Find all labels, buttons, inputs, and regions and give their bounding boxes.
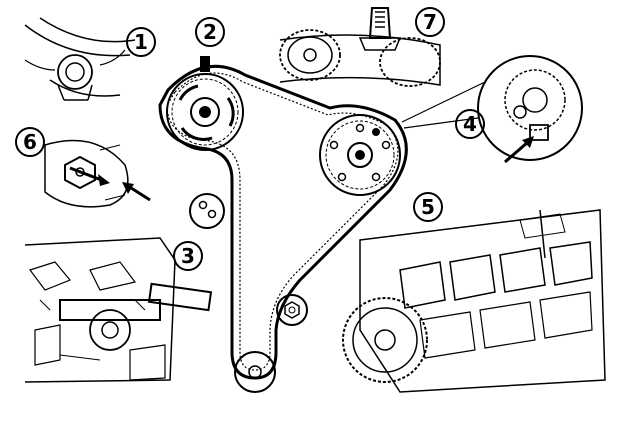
callout-7-label: 7 bbox=[423, 10, 437, 34]
callout-3: 3 bbox=[173, 241, 203, 271]
crankshaft-pulley bbox=[234, 351, 276, 393]
timing-mark-arrow bbox=[200, 56, 210, 72]
timing-belt bbox=[158, 64, 408, 380]
inset-detail-5 bbox=[342, 209, 606, 393]
callout-7: 7 bbox=[415, 7, 445, 37]
inset-detail-4 bbox=[401, 55, 583, 164]
callout-6: 6 bbox=[15, 127, 45, 157]
idler-pulley-nut bbox=[276, 294, 308, 326]
callout-1: 1 bbox=[126, 27, 156, 57]
callout-6-label: 6 bbox=[23, 130, 37, 154]
inset-detail-1 bbox=[24, 17, 136, 101]
callout-5-label: 5 bbox=[421, 195, 435, 219]
callout-5: 5 bbox=[413, 192, 443, 222]
callout-4-label: 4 bbox=[463, 112, 477, 136]
callout-4: 4 bbox=[455, 109, 485, 139]
callout-2: 2 bbox=[195, 17, 225, 47]
tensioner-pulley bbox=[189, 193, 225, 229]
inset-detail-6 bbox=[44, 139, 151, 208]
camshaft-pulley-left bbox=[166, 56, 244, 151]
callout-3-label: 3 bbox=[181, 244, 195, 268]
camshaft-pulley-right bbox=[319, 114, 401, 196]
callout-1-label: 1 bbox=[134, 30, 148, 54]
inset-detail-3 bbox=[24, 237, 213, 383]
inset-detail-7 bbox=[279, 7, 441, 87]
callout-2-label: 2 bbox=[203, 20, 217, 44]
